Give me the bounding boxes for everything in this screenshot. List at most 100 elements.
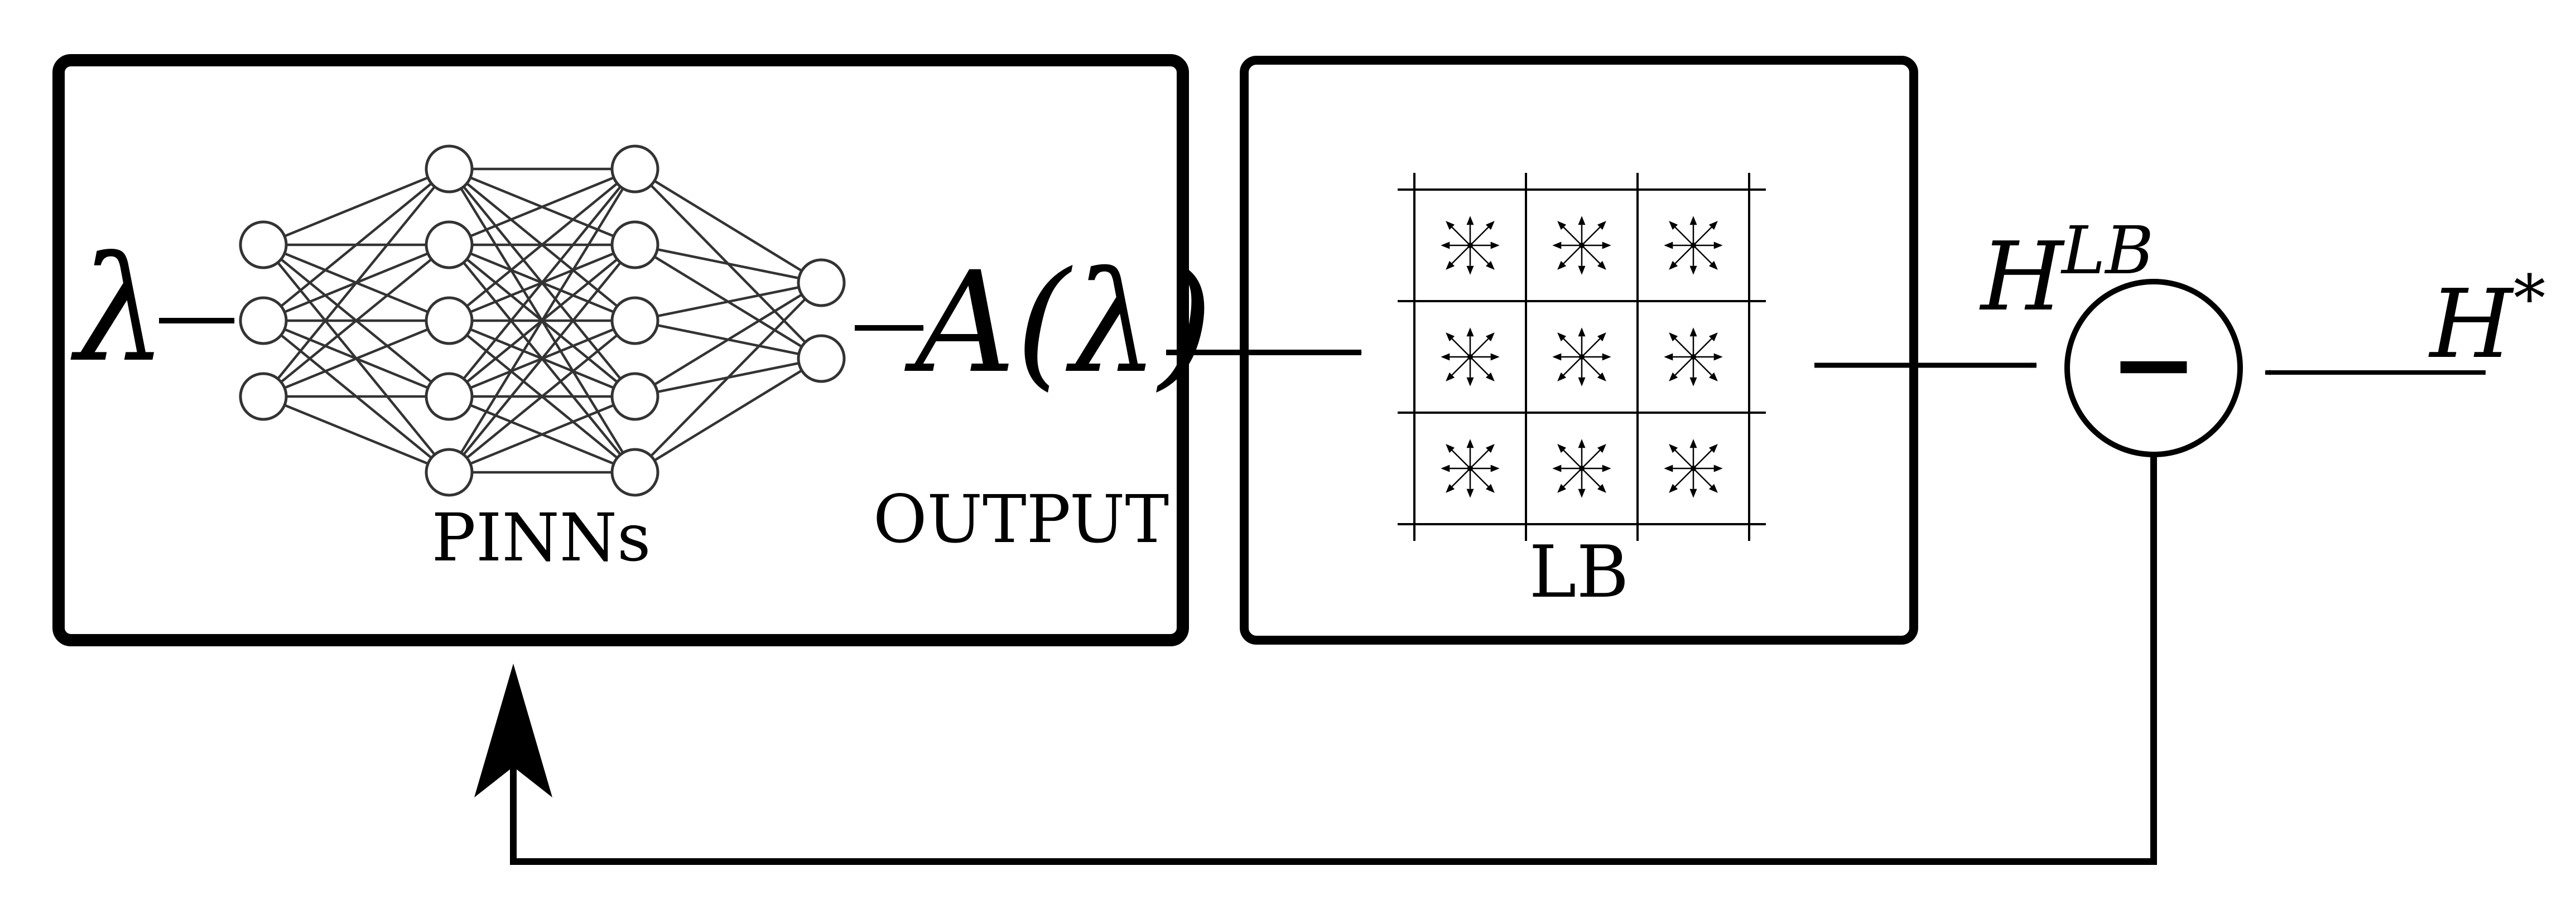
velocity-arrowhead (1602, 241, 1611, 249)
velocity-arrowhead (1552, 241, 1562, 249)
neuron-layer-4 (797, 334, 846, 383)
velocity-vector (1674, 356, 1694, 376)
velocity-arrowhead (1597, 372, 1606, 381)
velocity-arrowhead (1557, 260, 1567, 270)
velocity-vector (1563, 245, 1582, 264)
velocity-arrowhead (1441, 353, 1450, 361)
velocity-vector (1581, 226, 1601, 246)
h-lb-label: H LB (1979, 212, 2154, 332)
network-edge (449, 167, 635, 246)
velocity-arrowhead (1578, 327, 1586, 337)
velocity-arrowhead (1597, 260, 1606, 270)
lb-label: LB (1529, 531, 1629, 614)
velocity-arrowhead (1669, 332, 1678, 342)
velocity-vector (1581, 338, 1601, 357)
velocity-arrowhead (1466, 439, 1474, 448)
velocity-vector (1470, 356, 1489, 376)
velocity-arrowhead (1689, 488, 1697, 498)
velocity-vector (1470, 245, 1489, 264)
velocity-vector (1581, 468, 1601, 487)
neuron-layer-2 (425, 144, 474, 194)
velocity-vector (1674, 338, 1694, 357)
velocity-arrowhead (1708, 483, 1718, 493)
velocity-arrowhead (1578, 265, 1586, 275)
input-lambda: λ (69, 226, 167, 394)
h-star-base: H (2428, 269, 2514, 380)
velocity-arrowhead (1689, 216, 1697, 225)
velocity-arrowhead (1689, 265, 1697, 275)
output-a-lambda: A(λ) (904, 241, 1213, 404)
h-lb-base: H (1979, 222, 2065, 332)
velocity-vector (1693, 449, 1712, 469)
velocity-arrowhead (1578, 439, 1586, 448)
velocity-arrowhead (1597, 444, 1606, 453)
velocity-vector (1693, 356, 1712, 376)
velocity-vector (1451, 449, 1471, 469)
velocity-vector (1563, 449, 1582, 469)
network-edge (448, 168, 636, 473)
velocity-arrowhead (1557, 483, 1567, 493)
network-edge (262, 168, 450, 398)
network-edge (262, 244, 450, 398)
velocity-vector (1693, 468, 1712, 487)
velocity-arrowhead (1669, 221, 1678, 230)
velocity-arrowhead (1466, 488, 1474, 498)
velocity-arrowhead (1446, 260, 1455, 270)
velocity-arrowhead (1602, 353, 1611, 361)
velocity-vector (1674, 468, 1694, 487)
velocity-arrowhead (1578, 377, 1586, 386)
velocity-vector (1470, 226, 1489, 246)
neuron-layer-3 (610, 220, 659, 269)
velocity-arrowhead (1466, 265, 1474, 275)
neuron-layer-3 (610, 144, 659, 194)
velocity-vector (1451, 356, 1471, 376)
velocity-vector (1693, 245, 1712, 264)
velocity-vector (1581, 356, 1601, 376)
velocity-arrowhead (1485, 372, 1495, 381)
neuron-layer-1 (239, 296, 288, 345)
feedback-loop-line (510, 454, 2157, 865)
network-edge (634, 282, 822, 473)
neuron-layer-2 (425, 448, 474, 497)
velocity-vector (1563, 356, 1582, 376)
neuron-layer-2 (425, 220, 474, 269)
velocity-arrowhead (1485, 444, 1495, 453)
velocity-vector (1693, 338, 1712, 357)
network-edge (263, 395, 450, 474)
velocity-arrowhead (1602, 465, 1611, 472)
network-edge (634, 357, 822, 473)
velocity-arrowhead (1708, 221, 1718, 230)
velocity-arrowhead (1578, 488, 1586, 498)
network-edge (262, 168, 450, 322)
velocity-arrowhead (1446, 372, 1455, 381)
velocity-arrowhead (1664, 353, 1673, 361)
velocity-vector (1674, 449, 1694, 469)
velocity-arrowhead (1466, 327, 1474, 337)
velocity-vector (1451, 468, 1471, 487)
velocity-vector (1470, 338, 1489, 357)
velocity-arrowhead (1441, 465, 1450, 472)
feedback-arrowhead (474, 664, 552, 797)
network-edge (449, 395, 635, 474)
velocity-arrowhead (1713, 241, 1723, 249)
neuron-layer-3 (610, 372, 659, 421)
velocity-arrowhead (1490, 465, 1500, 472)
network-edge (448, 320, 636, 473)
velocity-arrowhead (1446, 444, 1455, 453)
network-edge (448, 244, 636, 473)
network-connections (262, 167, 822, 474)
velocity-arrowhead (1664, 465, 1673, 472)
neuron-layer-1 (239, 372, 288, 421)
velocity-vector (1563, 338, 1582, 357)
velocity-arrowhead (1552, 353, 1562, 361)
velocity-vector (1470, 468, 1489, 487)
velocity-arrowhead (1557, 332, 1567, 342)
output-label: OUTPUT (873, 481, 1169, 558)
velocity-arrowhead (1557, 372, 1567, 381)
h-lb-superscript: LB (2060, 212, 2154, 289)
velocity-arrowhead (1597, 221, 1606, 230)
network-edge (263, 167, 450, 246)
velocity-arrowhead (1669, 444, 1678, 453)
network-neurons (239, 144, 846, 497)
